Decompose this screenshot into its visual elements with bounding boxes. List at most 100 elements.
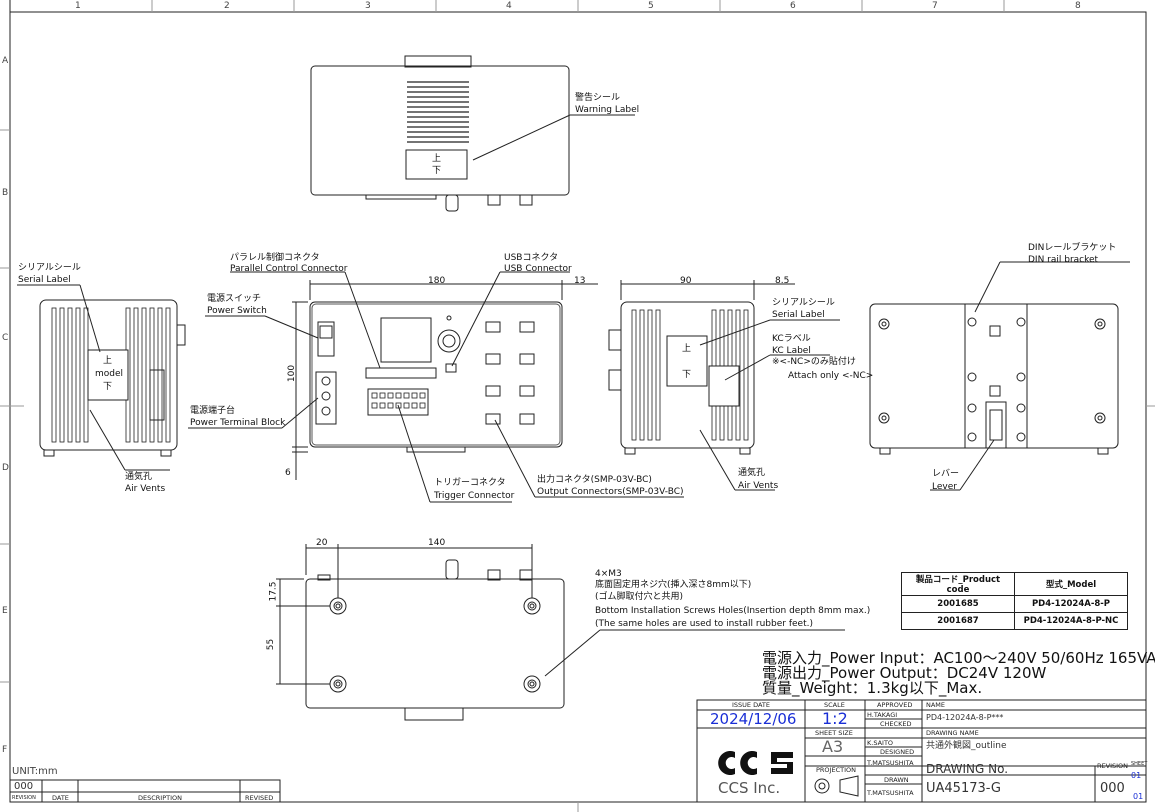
unit-label: UNIT:mm — [12, 766, 58, 777]
revision-value: 000 — [1100, 781, 1125, 796]
issue-date: 2024/12/06 — [710, 710, 797, 728]
sheet-size-value: A3 — [822, 737, 844, 756]
designed-label: DESIGNED — [880, 748, 915, 756]
parallel-connector-en: Parallel Control Connector — [230, 264, 348, 274]
right-width-dimension: 90 — [680, 276, 692, 286]
scale-label: SCALE — [824, 701, 845, 709]
right-vents-en: Air Vents — [738, 481, 779, 491]
holes-note-2: 底面固定用ネジ穴(挿入深さ8mm以下) — [595, 580, 752, 590]
bottom-dimension-c: 17.5 — [268, 581, 279, 602]
right-vents-jp: 通気孔 — [738, 468, 766, 478]
drawn-label: DRAWN — [884, 776, 909, 784]
designed-name: T.MATSUSHITA — [867, 759, 914, 767]
approved-name: H.TAKAGI — [867, 711, 898, 719]
terminal-block-jp: 電源端子台 — [190, 406, 236, 416]
bottom-dimension-d: 55 — [266, 638, 277, 651]
left-serial-label-jp: シリアルシール — [18, 263, 81, 273]
table-row: 2001685 PD4-12024A-8-P — [901, 595, 1128, 613]
kc-note-en: Attach only <-NC> — [788, 371, 874, 381]
sheet-number-top: 01 — [1131, 771, 1142, 780]
kc-label-en: KC Label — [772, 346, 811, 356]
drawn-name: T.MATSUSHITA — [867, 789, 914, 797]
row-label: E — [2, 606, 8, 616]
front-width-dimension: 180 — [428, 276, 446, 286]
power-switch-en: Power Switch — [207, 306, 267, 316]
row-label: A — [2, 56, 9, 66]
holes-note-1: 4×M3 — [595, 569, 622, 579]
output-connectors-en: Output Connectors(SMP-03V-BC) — [537, 487, 684, 497]
trigger-connector-jp: トリガーコネクタ — [434, 478, 506, 488]
spec-power-output: 電源出力_Power Output：DC24V 120W — [762, 664, 1047, 682]
issue-date-label: ISSUE DATE — [732, 701, 771, 709]
revision-label: REVISION — [1097, 762, 1129, 770]
company-name: CCS Inc. — [718, 779, 781, 797]
kc-note-jp: ※<-NC>のみ貼付け — [772, 357, 856, 367]
right-label-up: 上 — [682, 344, 692, 354]
spec-power-input: 電源入力_Power Input：AC100～240V 50/60Hz 165V… — [762, 649, 1155, 667]
left-vents-en: Air Vents — [125, 484, 166, 494]
checked-label: CHECKED — [880, 720, 912, 728]
power-switch-jp: 電源スイッチ — [207, 294, 262, 304]
drawing-name-value: 共通外観図_outline — [926, 741, 1007, 751]
din-bracket-en: DIN rail bracket — [1028, 255, 1099, 265]
holes-note-5: (The same holes are used to install rubb… — [595, 619, 813, 629]
row-label: F — [2, 745, 8, 755]
bottom-dimension-a: 20 — [316, 538, 328, 548]
usb-connector-en: USB Connector — [504, 264, 572, 274]
terminal-block-en: Power Terminal Block — [190, 418, 286, 428]
top-mark-up: 上 — [432, 154, 442, 164]
revision-number: 000 — [14, 781, 34, 792]
company-logo — [718, 750, 793, 776]
column-label: 7 — [932, 1, 938, 11]
product-code-cell: 2001687 — [901, 612, 1015, 630]
row-label: D — [2, 463, 9, 473]
model-header: 型式_Model — [1014, 572, 1128, 596]
warning-label-en: Warning Label — [575, 105, 640, 115]
approved-label: APPROVED — [877, 701, 913, 709]
kc-label-jp: KCラベル — [772, 334, 811, 344]
description-header: DESCRIPTION — [138, 794, 182, 802]
row-label: B — [2, 188, 9, 198]
output-connectors-jp: 出力コネクタ(SMP-03V-BC) — [537, 475, 652, 485]
lever-en: Lever — [932, 482, 957, 492]
usb-connector-jp: USBコネクタ — [504, 253, 559, 263]
front-side-dimension: 13 — [574, 276, 586, 286]
drawing-no-value: UA45173-G — [926, 781, 1002, 796]
drawing-no-label: DRAWING No. — [926, 762, 1009, 776]
lever-jp: レバー — [932, 469, 960, 479]
projection-label: PROJECTION — [816, 766, 856, 774]
column-label: 5 — [648, 1, 654, 11]
name-label: NAME — [926, 701, 946, 709]
revision-header: REVISION — [12, 795, 36, 801]
column-label: 1 — [75, 1, 81, 11]
holes-note-4: Bottom Installation Screws Holes(Inserti… — [595, 606, 871, 616]
top-mark-down: 下 — [432, 166, 442, 176]
left-serial-label-en: Serial Label — [18, 275, 71, 285]
drawing-name-label: DRAWING NAME — [926, 729, 979, 737]
right-serial-label-en: Serial Label — [772, 310, 825, 320]
product-code-cell: 2001685 — [901, 595, 1015, 613]
sheet-label: SHEET — [1131, 761, 1148, 767]
column-label: 3 — [365, 1, 371, 11]
date-header: DATE — [52, 794, 69, 802]
holes-note-3: (ゴム脚取付穴と共用) — [595, 592, 684, 602]
right-serial-label-jp: シリアルシール — [772, 298, 835, 308]
column-label: 6 — [790, 1, 796, 11]
right-side-dimension: 8.5 — [775, 276, 790, 286]
sheet-number-bottom: 01 — [1133, 792, 1144, 801]
sheet-size-label: SHEET SIZE — [815, 729, 853, 737]
din-bracket-jp: DINレールブラケット — [1028, 243, 1117, 253]
front-height-dimension: 100 — [287, 364, 298, 383]
left-vents-jp: 通気孔 — [125, 472, 153, 482]
left-label-model: model — [95, 369, 124, 379]
parallel-connector-jp: パラレル制御コネクタ — [230, 253, 320, 263]
model-cell: PD4-12024A-8-P-NC — [1014, 612, 1128, 630]
left-label-down: 下 — [103, 382, 113, 392]
model-cell: PD4-12024A-8-P — [1014, 595, 1128, 613]
product-table-header: 製品コード_Product code 型式_Model — [901, 572, 1128, 596]
product-code-header: 製品コード_Product code — [901, 572, 1015, 596]
left-label-up: 上 — [103, 356, 113, 366]
revised-header: REVISED — [245, 794, 274, 802]
